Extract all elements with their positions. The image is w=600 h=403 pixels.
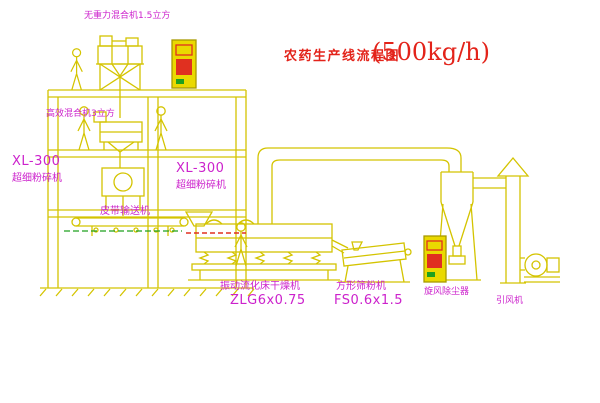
label-left-pulverizer-model: XL-300 [12,154,61,169]
worker-icon [154,106,168,151]
diagram-title: 农药生产线流程图 [284,49,401,64]
square-sieve [331,239,412,283]
belt-conveyor [71,217,189,236]
high-efficiency-mixer [93,111,143,168]
control-panel-right [423,235,447,283]
fluid-bed-dryer [188,219,340,281]
label-high-eff-mixer: 高效混合机3立方 [46,109,115,119]
floor-markings [64,230,246,234]
building-frame [39,89,255,297]
label-belt-conveyor: 皮带输送机 [100,206,150,217]
label-sieve-model: FS0.6x1.5 [334,293,404,308]
label-dryer-name: 振动流化床干燥机 [220,281,300,292]
label-left-pulverizer-name: 超细粉碎机 [12,173,62,184]
induced-draft-fan [520,253,560,283]
exhaust-stack [496,156,530,284]
worker-icon [70,48,83,91]
feed-hopper [184,211,214,227]
label-sieve-name: 方形筛粉机 [336,281,386,292]
label-mid-pulverizer-model: XL-300 [176,161,225,176]
label-mid-pulverizer-name: 超细粉碎机 [176,180,226,191]
label-dryer-model: ZLG6x0.75 [230,293,306,308]
worker-icon [234,222,248,267]
pulverizer [101,167,145,216]
control-panel-top [171,39,197,89]
label-dust-collector: 旋风除尘器 [424,287,470,297]
label-induced-fan: 引风机 [496,296,524,306]
exhaust-duct [257,147,462,224]
label-gravity-mixer: 无重力混合机1.5立方 [84,11,171,21]
capacity-label: (500kg/h) [372,38,490,66]
gravity-mixer [96,35,144,118]
